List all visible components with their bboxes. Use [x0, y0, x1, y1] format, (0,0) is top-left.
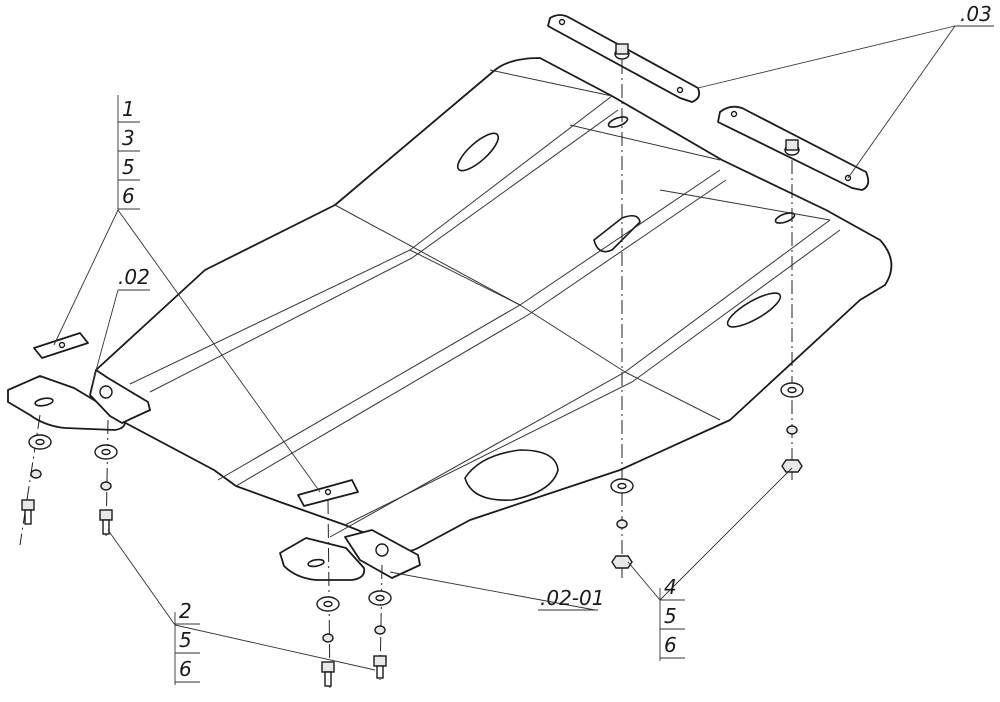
front-bracket [279, 529, 421, 581]
fastener-stack-left [21, 434, 52, 525]
plate-02-left [33, 332, 89, 359]
left-bracket [7, 369, 151, 431]
callout-02-01-label: .02-01 [540, 586, 604, 610]
fastener-stack-front-1 [316, 596, 340, 687]
callout-bottom-5: 5 [179, 628, 192, 652]
callout-left-stack: 1 3 5 6 [117, 95, 140, 210]
fastener-stack-right [780, 139, 804, 473]
fastener-stack-center [610, 43, 634, 569]
callout-02-01: .02-01 [538, 586, 604, 611]
callout-left-1: 1 [122, 97, 135, 121]
callout-right-6: 6 [664, 633, 677, 657]
callout-03: .03 [955, 2, 994, 27]
leader-lines [53, 25, 956, 671]
callout-right-5: 5 [664, 604, 677, 628]
callout-02-label: .02 [118, 265, 150, 289]
callout-left-3: 3 [122, 126, 135, 150]
callout-02: .02 [118, 265, 150, 291]
callout-right-stack: 4 5 6 [659, 575, 685, 661]
callout-bottom-stack: 2 5 6 [174, 599, 200, 685]
fastener-stack-front-2 [368, 590, 392, 679]
callout-bottom-6: 6 [179, 657, 192, 681]
callout-right-4: 4 [664, 575, 677, 599]
callout-bottom-2: 2 [179, 599, 192, 623]
callout-03-label: .03 [960, 2, 992, 26]
plate-02-front [297, 479, 359, 507]
callout-left-5: 5 [122, 155, 135, 179]
callout-left-6: 6 [122, 184, 135, 208]
fastener-stack-left-2 [94, 444, 118, 535]
